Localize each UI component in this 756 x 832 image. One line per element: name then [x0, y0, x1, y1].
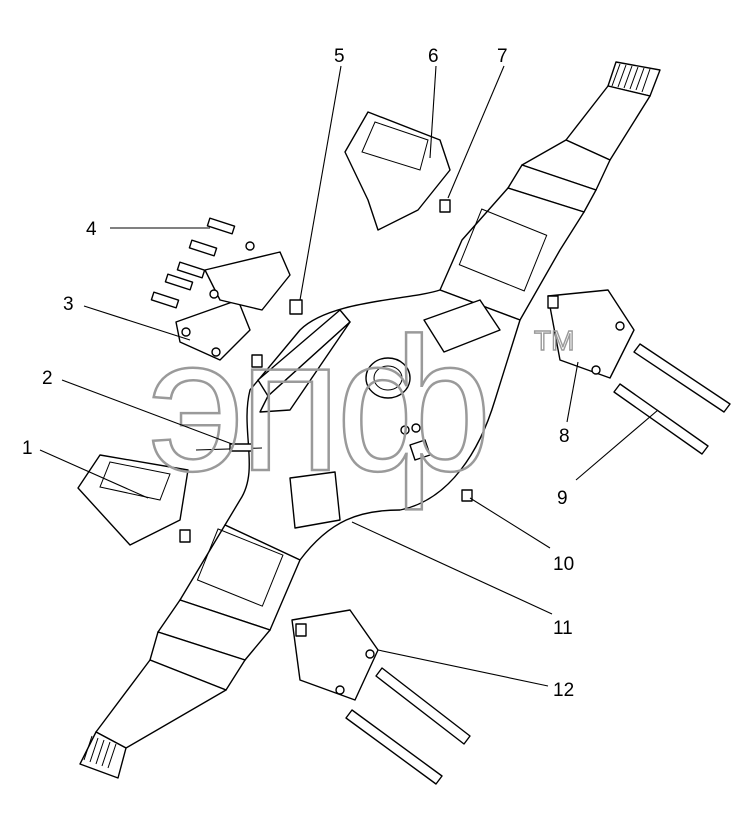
part-6-bracket: [344, 111, 451, 231]
callout-8: 8: [559, 426, 570, 447]
callout-12: 12: [553, 680, 574, 701]
part-7-nut: [439, 199, 451, 213]
part-12-bracket: [291, 609, 471, 785]
callout-6: 6: [428, 46, 439, 67]
part-8-bracket: [547, 289, 635, 379]
watermark-text: эпф: [148, 299, 486, 511]
callout-7: 7: [497, 46, 508, 67]
part-10-nut: [461, 489, 473, 502]
part-1-bracket: [77, 454, 191, 546]
callout-9: 9: [557, 488, 568, 509]
callout-1: 1: [22, 438, 33, 459]
callout-2: 2: [42, 368, 53, 389]
part-9-bolts: [613, 343, 731, 455]
callout-5: 5: [334, 46, 345, 67]
callout-10: 10: [553, 554, 574, 575]
part-2-pin: [195, 443, 263, 452]
part-4-bolts: [150, 217, 236, 309]
callouts: 1 2 3 4 5 6 7 8 9 10 11 12: [22, 46, 574, 701]
part-5-nut: [289, 299, 303, 315]
watermark-trademark: TM: [534, 325, 574, 356]
axle-housing: [79, 61, 661, 779]
callout-3: 3: [63, 294, 74, 315]
part-3-shackle: [175, 241, 291, 368]
callout-4: 4: [86, 219, 97, 240]
callout-11: 11: [553, 618, 573, 639]
leader-lines: [39, 65, 659, 687]
watermark: эпф TM: [147, 298, 575, 513]
